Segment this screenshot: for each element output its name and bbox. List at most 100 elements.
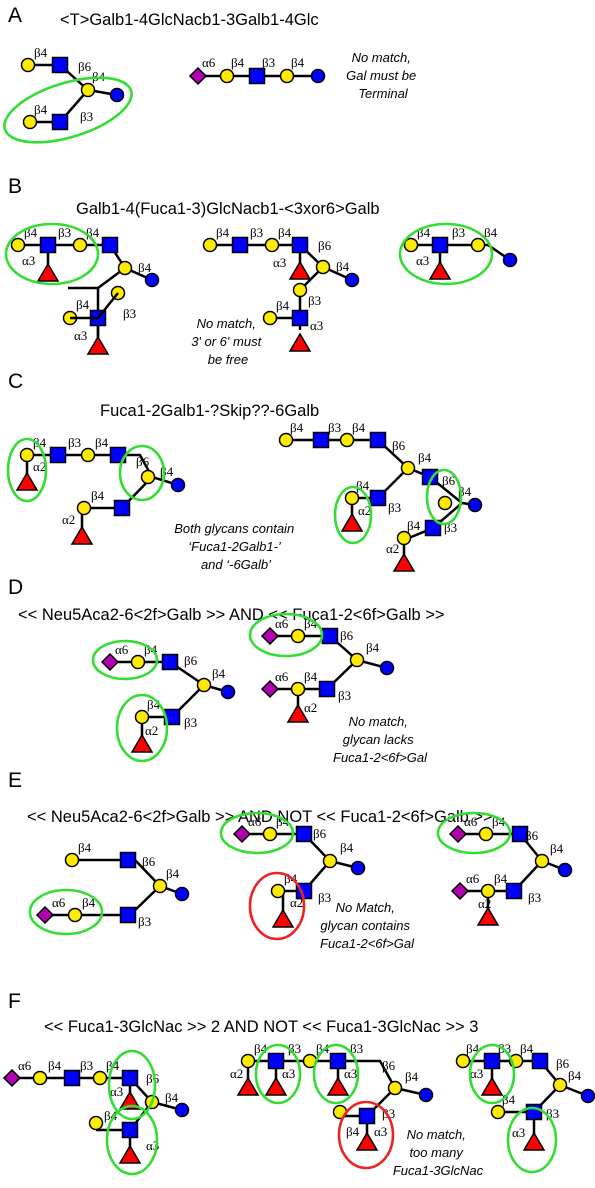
linkage-label: β3 bbox=[250, 225, 263, 240]
linkage-label: α2 bbox=[33, 459, 46, 474]
linkage-label: α2 bbox=[304, 700, 317, 715]
panel-e-glycan-2: α6 β4 β6 β4 β4 β3 α2 bbox=[219, 811, 366, 941]
glcnac-icon bbox=[119, 906, 137, 924]
linkage-label: β4 bbox=[48, 1058, 62, 1073]
panel-e-motif: << Neu5Aca2-6<2f>Galb >> AND NOT << Fuca… bbox=[27, 808, 493, 826]
linkage-label: β3 bbox=[528, 890, 541, 905]
glucose-icon bbox=[174, 1102, 190, 1118]
glcnac-icon bbox=[231, 236, 249, 254]
match-highlight bbox=[506, 1106, 558, 1174]
panel-f-motif: << Fuca1-3GlcNac >> 2 AND NOT << Fuca1-3… bbox=[44, 1018, 478, 1036]
galactose-icon bbox=[262, 826, 278, 842]
glcnac-icon bbox=[505, 882, 523, 900]
linkage-label: β4 bbox=[104, 1108, 118, 1123]
linkage-label: α2 bbox=[386, 541, 399, 556]
glcnac-icon bbox=[39, 236, 57, 254]
linkage-label: β4 bbox=[291, 55, 305, 70]
glucose-icon bbox=[350, 860, 366, 876]
glucose-icon bbox=[467, 497, 483, 513]
linkage-label: β3 bbox=[262, 55, 275, 70]
linkage-label: β4 bbox=[138, 260, 152, 275]
linkage-label: β4 bbox=[366, 640, 380, 655]
glcnac-icon bbox=[358, 1107, 376, 1125]
exclusion-highlight bbox=[337, 1100, 395, 1170]
linkage-label: β3 bbox=[184, 715, 197, 730]
glcnac-icon bbox=[431, 236, 449, 254]
panel-d-glycan-1: α6 β4 β6 β4 β4 β3 α2 bbox=[91, 639, 236, 763]
glucose-icon bbox=[344, 272, 360, 288]
exclusion-highlight bbox=[248, 871, 306, 941]
panel-c: C Fuca1-2Galb1-?Skip??-6Galb β4 β3 β4 α2… bbox=[6, 370, 483, 572]
fucose-icon bbox=[70, 525, 94, 545]
linkage-label: α6 bbox=[202, 55, 216, 70]
linkage-label: β3 bbox=[318, 890, 331, 905]
linkage-label: β4 bbox=[276, 298, 290, 313]
linkage-label: β3 bbox=[328, 420, 341, 435]
galactose-icon bbox=[387, 1080, 403, 1096]
galactose-icon bbox=[72, 237, 88, 253]
linkage-label: β4 bbox=[352, 420, 366, 435]
panel-e-glycan-1: β4 β6 β4 α6 β4 β3 bbox=[28, 840, 190, 936]
match-highlight bbox=[248, 612, 324, 658]
fucose-icon bbox=[118, 1090, 142, 1110]
linkage-label: α2 bbox=[145, 723, 158, 738]
match-highlight bbox=[219, 811, 295, 855]
glcnac-icon bbox=[51, 113, 69, 131]
linkage-label: α3 bbox=[416, 253, 429, 268]
linkage-label: β4 bbox=[91, 488, 105, 503]
glcnac-icon bbox=[525, 1103, 543, 1121]
panel-d-note: No match, glycan lacks Fuca1-2<6f>Gal bbox=[333, 714, 428, 765]
linkage-label: α6 bbox=[464, 814, 478, 829]
linkage-label: β3 bbox=[80, 1058, 93, 1073]
glcnac-icon bbox=[101, 236, 119, 254]
glucose-icon bbox=[502, 252, 518, 268]
neu5ac-icon bbox=[35, 905, 55, 925]
galactose-icon bbox=[117, 260, 133, 276]
linkage-label: β4 bbox=[212, 666, 226, 681]
linkage-label: β3 bbox=[308, 293, 321, 308]
glcnac-icon bbox=[63, 1069, 81, 1087]
linkage-label: α6 bbox=[466, 871, 480, 886]
linkage-label: α6 bbox=[18, 1058, 32, 1073]
fucose-icon bbox=[236, 1076, 260, 1096]
linkage-label: β4 bbox=[316, 1041, 330, 1056]
linkage-label: β6 bbox=[392, 438, 406, 453]
panel-a: A <T>Galb1-4GlcNacb1-3Galb1-4Glc β4 β6 β… bbox=[3, 4, 416, 144]
panel-b-note: No match, 3' or 6' must be free bbox=[191, 316, 265, 367]
linkage-label: α3 bbox=[282, 1066, 295, 1081]
linkage-label: α3 bbox=[374, 1124, 387, 1139]
linkage-label: β3 bbox=[68, 435, 81, 450]
panel-b-motif: Galb1-4(Fuca1-3)GlcNacb1-<3xor6>Galb bbox=[76, 200, 380, 218]
match-highlight bbox=[3, 76, 133, 144]
galactose-icon bbox=[278, 432, 294, 448]
fucose-icon bbox=[286, 703, 310, 723]
linkage-label: α6 bbox=[248, 814, 262, 829]
neu5ac-icon bbox=[448, 824, 468, 844]
linkage-label: α3 bbox=[310, 318, 323, 333]
linkage-label: β3 bbox=[80, 109, 93, 124]
galactose-icon bbox=[290, 628, 306, 644]
linkage-label: α2 bbox=[478, 896, 491, 911]
glcnac-icon bbox=[483, 1052, 501, 1070]
fucose-icon bbox=[264, 1076, 288, 1096]
linkage-label: α2 bbox=[230, 1066, 243, 1081]
fucose-icon bbox=[86, 335, 110, 355]
linkage-label: α6 bbox=[52, 895, 66, 910]
match-highlight bbox=[91, 639, 159, 681]
galactose-icon bbox=[470, 237, 486, 253]
linkage-label: β6 bbox=[525, 828, 539, 843]
panel-c-glycan-2: β4 β3 β4 β6 β4 β6 β4 β4 β3 α2 β4 β3 α2 bbox=[278, 420, 483, 572]
linkage-label: α2 bbox=[290, 895, 303, 910]
glucose-icon bbox=[174, 886, 190, 902]
linkage-label: β4 bbox=[494, 871, 508, 886]
linkage-label: β4 bbox=[278, 225, 292, 240]
galactose-icon bbox=[490, 1104, 506, 1120]
glcnac-icon bbox=[329, 1052, 347, 1070]
linkage-label: β3 bbox=[382, 1106, 395, 1121]
linkage-label: α3 bbox=[470, 1066, 483, 1081]
linkage-label: α3 bbox=[74, 328, 87, 343]
fucose-icon bbox=[36, 262, 60, 282]
linkage-label: β6 bbox=[442, 473, 456, 488]
neu5ac-icon bbox=[100, 652, 120, 672]
galactose-icon bbox=[322, 853, 338, 869]
